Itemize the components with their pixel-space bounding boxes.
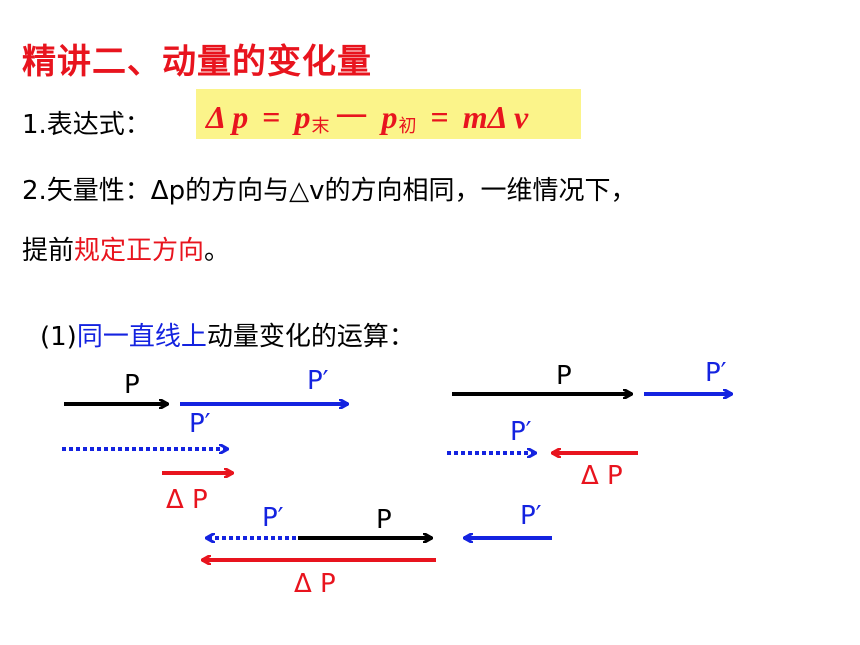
- formula-equals-2: =: [430, 99, 449, 135]
- formula-equals-1: =: [262, 99, 281, 135]
- label-delta-p: Δ P: [581, 461, 623, 491]
- formula-highlight: [196, 89, 581, 139]
- label-p: P: [556, 361, 572, 391]
- diagram-same-direction-decrease: P P′ P′ Δ P: [447, 358, 732, 491]
- formula-minus: 一: [335, 99, 368, 135]
- momentum-change-formula: Δ p = p末一 p初 = mΔ v: [206, 92, 528, 138]
- label-p-prime: P′: [262, 503, 284, 533]
- label-delta-p: Δ P: [294, 569, 336, 599]
- section-highlight: 同一直线上: [76, 322, 207, 352]
- section-prefix: (1): [40, 322, 77, 352]
- label-p-prime: P′: [520, 501, 542, 531]
- formula-p-init: p: [381, 99, 398, 135]
- formula-p-end: p: [294, 99, 311, 135]
- page-title: 精讲二、动量的变化量: [22, 42, 372, 82]
- vector-property-line-2: 提前规定正方向。: [22, 230, 230, 267]
- label-p-prime: P′: [307, 366, 329, 396]
- formula-p-end-sub: 末: [311, 116, 330, 136]
- formula-m-delta-v: mΔ v: [462, 99, 529, 135]
- expression-label: 1.表达式：: [22, 110, 151, 140]
- line2-prefix: 提前: [22, 236, 75, 266]
- section-suffix: 动量变化的运算：: [206, 322, 415, 352]
- formula-p-init-sub: 初: [398, 116, 417, 136]
- section-heading: (1)同一直线上动量变化的运算：: [40, 316, 415, 353]
- label-p: P: [376, 505, 392, 535]
- label-delta-p: Δ P: [166, 485, 208, 515]
- label-p-prime: P′: [705, 358, 727, 388]
- label-p-prime: P′: [189, 409, 211, 439]
- diagram-same-direction: P P′ P′ Δ P: [62, 366, 348, 515]
- vector-property-line: 2.矢量性：Δp的方向与△v的方向相同，一维情况下，: [22, 176, 637, 206]
- line2-suffix: 。: [204, 236, 231, 266]
- positive-direction-highlight: 规定正方向: [74, 236, 205, 266]
- label-p: P: [124, 370, 140, 400]
- diagram-opposite-direction: P P′ Δ P P′: [202, 501, 552, 599]
- label-p-prime: P′: [510, 417, 532, 447]
- formula-delta-p: Δ p: [206, 99, 249, 135]
